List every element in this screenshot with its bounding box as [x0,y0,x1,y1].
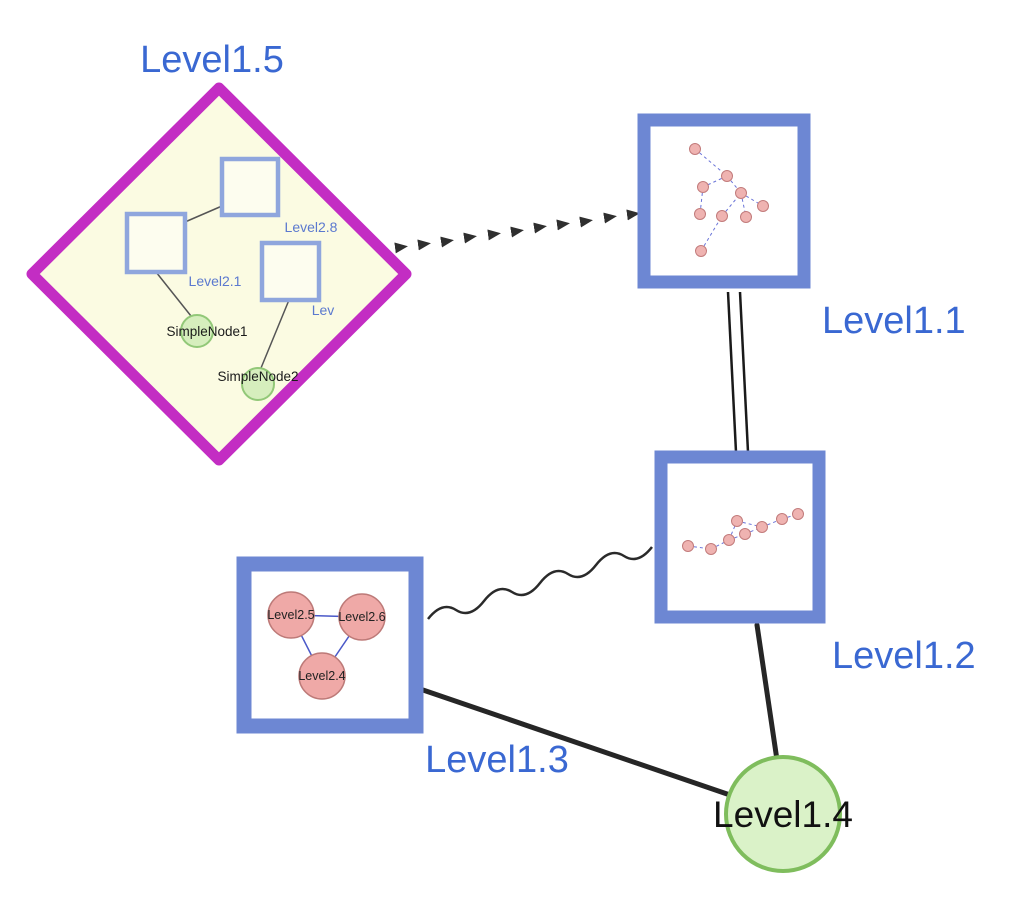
node-level26-label: Level2.6 [338,610,385,624]
node-level26[interactable] [338,593,386,641]
node-level24-label: Level2.4 [298,669,345,683]
node-level21-label: Level2.1 [189,273,242,289]
edge-level15-level11-arrow[interactable] [394,209,640,254]
node-lev-truncated[interactable] [259,240,322,303]
node-level12-label: Level1.2 [832,635,976,677]
level12-inner-network[interactable] [682,508,804,555]
level11-inner-network[interactable] [689,143,769,257]
node-simplenode1[interactable] [180,314,214,348]
node-level13-label: Level1.3 [425,739,569,781]
node-level12-group: Level1.2 [654,450,976,677]
node-level21[interactable] [124,211,188,275]
node-level28[interactable] [219,156,281,218]
node-level11-label: Level1.1 [822,300,966,342]
node-level14[interactable] [724,755,842,873]
node-level15-label: Level1.5 [140,39,284,81]
node-simplenode1-label: SimpleNode1 [166,324,247,339]
node-level13-group: Level2.5 Level2.6 Level2.4 Level1.3 [236,556,569,781]
node-level13[interactable] [236,556,424,734]
level13-inner-network: Level2.5 Level2.6 Level2.4 [267,591,386,700]
node-simplenode2[interactable] [241,367,275,401]
edge-level13-level12-wavy[interactable] [427,546,653,620]
node-simplenode2-label: SimpleNode2 [217,369,298,384]
edge-level13-level14[interactable] [420,687,733,798]
node-level14-label: Level1.4 [713,794,853,835]
node-level25-label: Level2.5 [267,608,314,622]
edge-level11-level12-double[interactable] [726,291,750,453]
edges-layer [394,209,780,798]
node-level14-group: Level1.4 [713,755,853,873]
level15-inner-edges [155,205,290,369]
edge-level12-level14[interactable] [754,622,780,763]
node-level15-group: Level1.5 Level2.8 Level2.1 Lev SimpleNod… [26,39,412,466]
node-level11[interactable] [637,113,811,289]
node-level25[interactable] [267,591,315,639]
node-level11-group: Level1.1 [637,113,966,342]
node-level24[interactable] [298,652,346,700]
node-level15-diamond[interactable] [26,82,412,466]
node-level28-label: Level2.8 [285,219,338,235]
node-lev-truncated-label: Lev [312,302,335,318]
